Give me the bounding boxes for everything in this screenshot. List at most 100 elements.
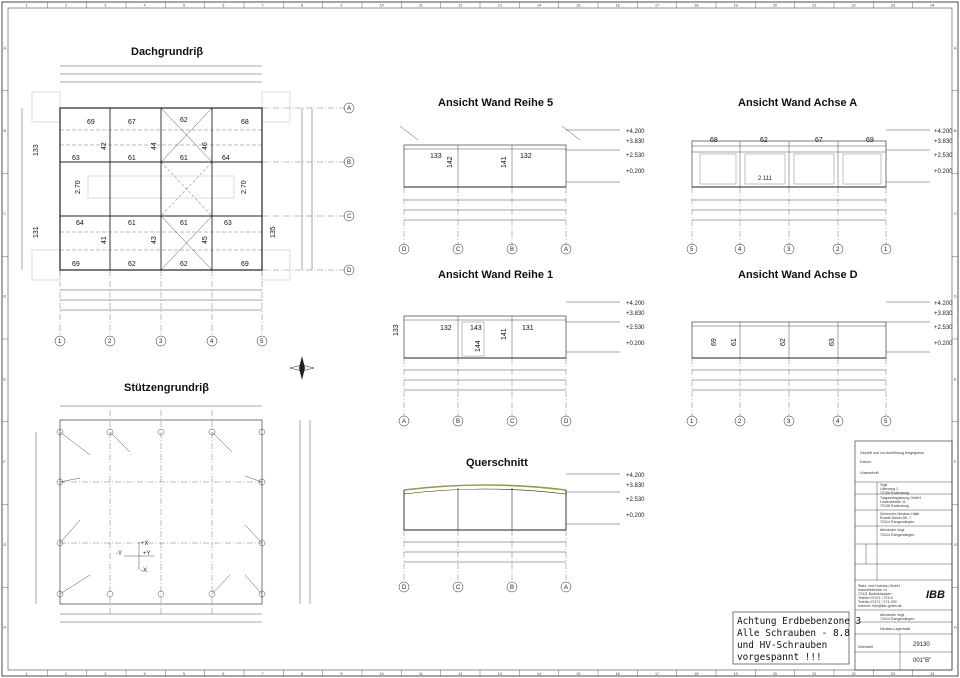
roof-overhang-panel [261,249,291,281]
frame-column-number: 15 [576,4,580,8]
level-label: +4.200 [626,473,645,479]
level-label: +2.530 [626,325,645,331]
member-label: 69 [72,261,80,268]
level-label: +2.530 [934,325,953,331]
view-title-querschnitt: Querschnitt [466,457,528,469]
frame-column-number: 17 [655,4,659,8]
frame-column-number: 22 [852,672,856,676]
view-title-wand-reihe-5: Ansicht Wand Reihe 5 [438,97,553,109]
frame-row-letter: G [954,543,957,547]
pruefer-line: Scheunen-Neubau Halle [880,512,919,516]
member-label: 69 [711,338,718,346]
frame-grid-labels: 1122334455667788991010111112121313141415… [4,4,958,676]
level-label: +4.200 [934,129,953,135]
company-line: Internet: info@ibb-gmbh.de [858,604,902,608]
frame-column-number: 4 [144,4,146,8]
dachgrundriss-plan [21,65,345,336]
elevation-achse-d [691,301,930,416]
frame-column-number: 14 [537,4,541,8]
company-line: Telefon 07471 / 274-0 [858,596,893,600]
roof-member-labels: 69 67 62 68 133 42 44 46 64 63 61 61 2.7… [33,117,277,268]
member-label: 68 [241,119,249,126]
view-title-wand-achse-a: Ansicht Wand Achse A [738,97,857,109]
title-block-text: Geprüft und zur Ausführung freigegeben D… [858,451,945,664]
member-label: 64 [76,220,84,227]
frame-column-number: 16 [616,672,620,676]
bauvorhaben: Neubau Lagerhalle [880,627,910,631]
frame-column-number: 7 [262,672,264,676]
member-label: 132 [520,153,532,160]
axis-cross-label: +X [141,541,149,547]
member-label: 69 [241,261,249,268]
member-label: 142 [447,156,454,168]
axis-cross-label: -X [141,568,147,574]
member-label: 62 [180,261,188,268]
member-label: 61 [180,220,188,227]
axis-label: 5 [260,339,264,345]
frame-row-letter: G [4,543,7,547]
stuetzengrundriss-plan [35,405,311,623]
frame-column-number: 12 [458,672,462,676]
axis-label: A [347,106,351,112]
axis-label: C [510,419,515,425]
roof-overhang-panel [31,91,61,123]
member-label: 46 [202,142,209,150]
axis-label: 3 [787,419,791,425]
note-box: Achtung Erdbebenzone 3 Alle Schrauben - … [732,611,861,665]
member-label: 62 [780,338,787,346]
frame-column-number: 5 [183,4,185,8]
elevation-achse-a-labels: 68 62 67 69 2.111 +4.200 +3.830 +2.530 +… [686,129,953,255]
frame-row-letter: B [954,129,957,133]
view-title-wand-achse-d: Ansicht Wand Achse D [738,269,858,281]
roof-overhang-panel [261,91,291,123]
projekt-line: 72414 Rangendingen [880,617,914,621]
member-label: 61 [180,155,188,162]
axis-label: C [347,214,352,220]
axis-label: 1 [690,419,694,425]
member-label: 61 [128,155,136,162]
frame-column-number: 23 [891,4,895,8]
member-label: 69 [87,119,95,126]
level-label: +3.830 [626,483,645,489]
view-title-stuetzengrundriss: Stützengrundriβ [124,382,209,394]
projekt-line: 72414 Rangendingen [880,533,914,537]
member-label: 131 [33,226,40,238]
frame-column-number: 2 [65,672,67,676]
frame-row-letter: D [954,295,957,299]
axis-label: 3 [787,247,791,253]
frame-column-number: 12 [458,4,462,8]
member-label: 141 [501,156,508,168]
member-label: 67 [128,119,136,126]
frame-row-letter: D [4,295,7,299]
axis-label: D [564,419,569,425]
level-label: +3.830 [934,139,953,145]
level-label: +0.200 [934,169,953,175]
level-label: +4.200 [626,129,645,135]
member-label: 42 [101,142,108,150]
frame-row-letter: E [954,377,957,381]
level-label: +2.530 [626,153,645,159]
company-line: 72411 Bodelshausen [858,592,892,596]
frame-column-number: 3 [104,672,106,676]
axis-label: A [402,419,406,425]
member-label: 133 [430,153,442,160]
frame-row-letter: C [954,212,957,216]
frame-column-number: 8 [301,4,303,8]
level-label: +4.200 [934,301,953,307]
axis-cross-label: -Y [116,551,122,557]
north-arrow-icon [289,356,315,380]
approval-header: Geprüft und zur Ausführung freigegeben [860,451,924,455]
elevation-reihe-1 [403,301,620,416]
member-label: 61 [731,338,738,346]
company-logo: IBB [926,589,945,601]
axis-label: 1 [58,339,62,345]
member-label: 61 [128,220,136,227]
level-label: +2.530 [626,497,645,503]
frame-column-number: 10 [380,672,384,676]
frame-row-letter: H [954,626,957,630]
member-label: 69 [866,137,874,144]
company-line: Telefax 07471 / 274-200 [858,600,897,604]
elevation-reihe-1-labels: 133 132 143 144 141 131 +4.200 +3.830 +2… [393,301,645,427]
axis-label: B [347,160,351,166]
